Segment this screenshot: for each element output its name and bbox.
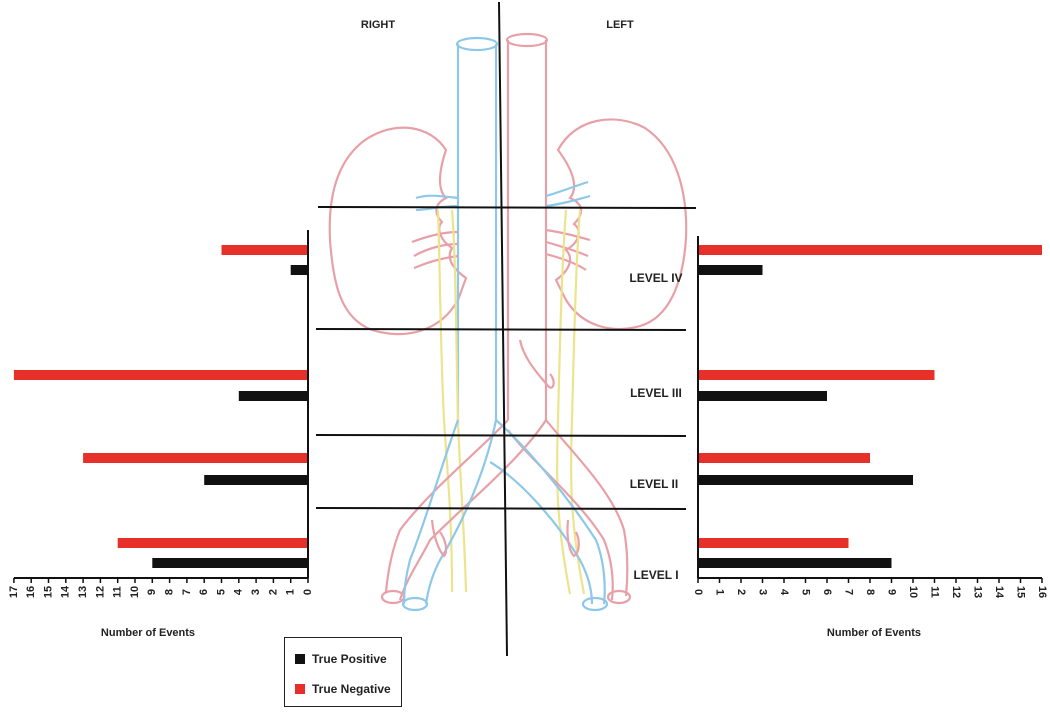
right-bar-true-negative-level-ii [83,453,308,463]
level-label-iii: LEVEL III [630,386,682,400]
left-x-tick-label-3: 3 [757,589,769,595]
right-bar-true-negative-level-iii [13,370,309,380]
right-x-tick-label-2: 2 [267,589,279,595]
left-x-tick-label-12: 12 [950,586,962,598]
vena-cava [456,44,498,420]
anatomy-illustration [328,32,688,612]
left-iliac-vein [489,419,606,605]
aorta-top [505,32,549,48]
right-x-tick-label-14: 14 [60,585,72,598]
right-x-tick-label-17: 17 [8,586,20,598]
right-x-tick-label-8: 8 [164,589,176,595]
left-x-tick-label-7: 7 [843,589,855,595]
legend: True Positive True Negative [284,637,402,707]
left-x-tick-label-6: 6 [821,589,833,595]
left-bar-true-positive-level-iv [698,265,763,275]
left-bar-true-negative-level-iv [698,245,1042,255]
level-divider-ii-i [315,507,687,510]
level-label-i: LEVEL I [633,568,678,582]
legend-item-true-negative: True Negative [295,682,391,696]
left-x-tick-label-15: 15 [1015,586,1027,598]
guide-lines [315,1,697,657]
right-bar-true-positive-level-iv [290,265,308,275]
right-iliac-vein [402,419,498,605]
right-x-tick-label-7: 7 [181,589,193,595]
aorta [506,40,548,420]
right-bar-true-positive-level-i [152,558,308,568]
left-bar-true-positive-level-ii [698,475,913,485]
right-x-tick-label-16: 16 [25,586,37,598]
left-bar-true-negative-level-ii [698,453,870,463]
left-bar-true-negative-level-iii [698,370,935,380]
level-label-iv: LEVEL IV [629,271,682,285]
left-x-tick-label-13: 13 [972,586,984,598]
legend-item-true-positive: True Positive [295,652,387,666]
right-iliac-artery [384,419,547,601]
left-bar-true-positive-level-i [698,558,892,568]
right-bar-true-positive-level-ii [204,475,308,485]
left-x-tick-label-8: 8 [864,589,876,595]
level-divider-top [317,206,697,209]
right-x-tick-label-15: 15 [42,586,54,598]
right-bar-true-positive-level-iii [238,391,308,401]
left-x-tick-label-16: 16 [1036,586,1048,598]
right-x-tick-label-9: 9 [146,589,158,595]
right-ureter [436,209,468,593]
right-x-axis-title: Number of Events [101,627,195,639]
left-iliac-vein-end [581,596,609,612]
right-x-tick-label-4: 4 [233,588,245,595]
left-x-tick-label-1: 1 [714,589,726,595]
level-divider-iv-iii [315,328,687,331]
right-bar-true-negative-level-iv [221,245,308,255]
left-x-tick-label-14: 14 [993,586,1005,599]
right-x-tick-label-3: 3 [250,589,262,595]
left-renal-artery [545,228,591,271]
right-x-tick-label-1: 1 [285,589,297,595]
left-x-tick-label-0: 0 [692,589,704,595]
left-iliac-artery-end [606,589,632,605]
legend-label-true-positive: True Positive [312,652,387,666]
right-x-tick-label-0: 0 [302,589,314,595]
right-x-tick-label-6: 6 [198,589,210,595]
level-divider-iii-ii [315,434,687,437]
left-bar-true-positive-level-iii [698,391,827,401]
legend-label-true-negative: True Negative [312,682,391,696]
right-x-tick-label-5: 5 [215,589,227,595]
left-bar-true-negative-level-i [698,538,849,548]
right-x-tick-label-13: 13 [77,586,89,598]
left-x-tick-label-5: 5 [800,589,812,595]
left-internal-iliac-branch [566,519,580,558]
right-x-tick-label-11: 11 [112,586,124,598]
left-x-tick-label-4: 4 [778,589,790,596]
left-x-tick-label-2: 2 [735,589,747,595]
right-side-label: RIGHT [361,19,396,31]
left-x-tick-label-10: 10 [907,586,919,598]
right-bar-true-negative-level-i [117,538,308,548]
left-renal-vein [545,180,591,208]
right-x-tick-label-10: 10 [129,586,141,598]
legend-swatch-true-positive [295,654,305,664]
left-x-tick-label-11: 11 [929,586,941,598]
legend-swatch-true-negative [295,684,305,694]
left-gonadal-branch [518,339,555,389]
left-x-axis-title: Number of Events [827,627,921,639]
left-x-tick-label-9: 9 [886,589,898,595]
right-kidney-outline [328,126,468,336]
right-iliac-vein-end [401,596,429,612]
right-x-tick-label-12: 12 [94,586,106,598]
level-label-ii: LEVEL II [630,477,678,491]
right-internal-iliac-branch [430,519,448,558]
left-side-label: LEFT [606,19,634,31]
vena-cava-top [455,36,499,52]
